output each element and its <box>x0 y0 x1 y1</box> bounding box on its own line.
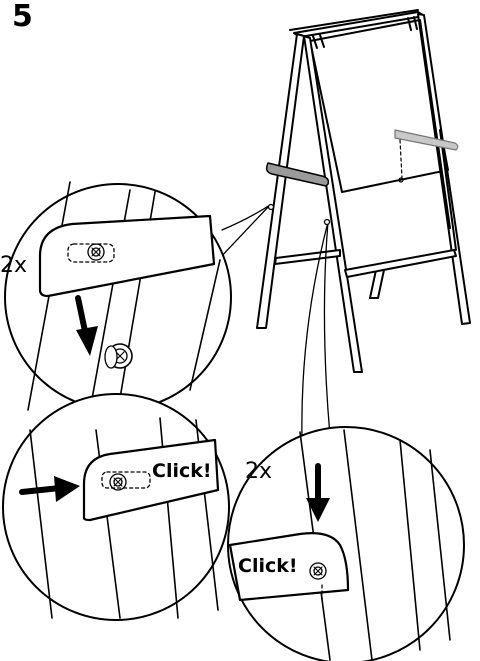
push-arrow-icon <box>19 476 80 502</box>
down-arrow-icon <box>75 295 98 356</box>
click-label-left: Click! <box>152 460 212 482</box>
screw-icon <box>104 343 133 369</box>
detail-circle-bottom-left <box>2 393 230 621</box>
detail-circle-top <box>4 181 232 411</box>
quantity-label-top: 2x <box>0 253 28 278</box>
click-label-right: Click! <box>238 555 298 577</box>
crossbar-part-icon <box>265 129 459 187</box>
down-arrow-icon <box>306 463 330 522</box>
easel-frame-icon <box>256 9 471 373</box>
step-number: 5 <box>12 0 33 34</box>
callout-pointers <box>217 203 331 441</box>
quantity-label-bottom: 2x <box>245 459 273 484</box>
detail-circle-bottom-right <box>227 426 465 661</box>
